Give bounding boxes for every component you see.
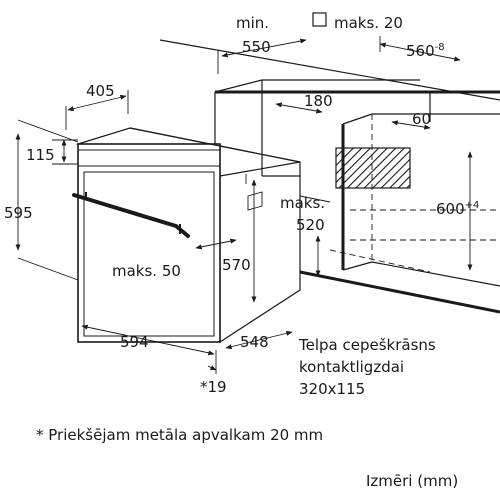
label-595: 595 (4, 204, 33, 222)
label-550: 550 (242, 38, 271, 56)
label-560: 560-8 (406, 42, 445, 60)
socket-space (335, 147, 411, 189)
label-19: *19 (200, 378, 227, 396)
dimension-labels: min. 550 maks. 20 560-8 405 180 60 115 5… (4, 14, 479, 396)
label-548: 548 (240, 333, 269, 351)
socket-note-line1: Telpa cepeškrāsns (298, 336, 436, 354)
socket-note: Telpa cepeškrāsns kontaktligzdai 320x115 (298, 336, 436, 398)
label-maks-50: maks. 50 (112, 262, 181, 280)
socket-note-line2: kontaktligzdai (299, 358, 404, 376)
label-600: 600+4 (436, 200, 479, 218)
label-maks: maks. (280, 194, 325, 212)
label-min: min. (236, 14, 269, 32)
oven (72, 127, 301, 344)
socket-note-line3: 320x115 (299, 380, 365, 398)
label-520: 520 (296, 216, 325, 234)
label-60: 60 (412, 110, 431, 128)
label-115: 115 (26, 146, 55, 164)
units-label: Izmēri (mm) (366, 472, 458, 490)
label-maks-20: maks. 20 (334, 14, 403, 32)
oven-handle (72, 193, 190, 238)
label-594: 594 (120, 333, 149, 351)
label-570: 570 (222, 256, 251, 274)
cabinet-niche (159, 39, 500, 314)
square-symbol-icon (312, 12, 327, 27)
dimension-lines (15, 36, 473, 374)
label-405: 405 (86, 82, 115, 100)
label-180: 180 (304, 92, 333, 110)
footnote: * Priekšējam metāla apvalkam 20 mm (36, 426, 323, 444)
